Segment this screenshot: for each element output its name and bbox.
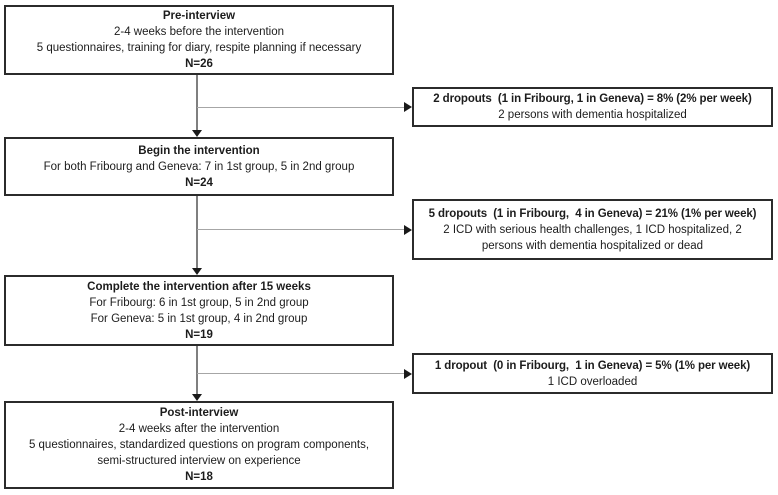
node-post-interview: Post-interview 2-4 weeks after the inter… [4, 401, 394, 489]
node-dropout-3: 1 dropout (0 in Fribourg, 1 in Geneva) =… [412, 353, 773, 394]
connector-line-pre-to-begin [196, 75, 198, 130]
node-title: Post-interview [159, 407, 239, 419]
arrow-down-icon [192, 394, 202, 401]
dropout-detail: 2 persons with dementia hospitalized [498, 109, 687, 121]
arrow-right-icon [404, 102, 412, 113]
node-line: semi-structured interview on experience [97, 455, 301, 467]
node-line: For Geneva: 5 in 1st group, 4 in 2nd gro… [90, 312, 308, 325]
connector-line-begin-to-complete [196, 196, 198, 268]
node-line: 2-4 weeks before the intervention [113, 26, 285, 38]
node-dropout-2: 5 dropouts (1 in Fribourg, 4 in Geneva) … [412, 199, 773, 260]
node-line: 5 questionnaires, training for diary, re… [36, 42, 362, 54]
node-title: Pre-interview [162, 10, 236, 22]
arrow-right-icon [404, 224, 412, 235]
arrow-down-icon [192, 130, 202, 137]
node-count: N=18 [185, 471, 213, 483]
node-begin-intervention: Begin the intervention For both Fribourg… [4, 137, 394, 196]
dropout-detail: persons with dementia hospitalized or de… [481, 239, 704, 252]
node-count: N=24 [185, 176, 213, 189]
dropout-headline: 1 dropout (0 in Fribourg, 1 in Geneva) =… [434, 359, 751, 372]
connector-line-complete-to-post [196, 346, 198, 394]
node-pre-interview: Pre-interview 2-4 weeks before the inter… [4, 5, 394, 75]
node-line: 2-4 weeks after the intervention [118, 423, 280, 435]
arrow-down-icon [192, 268, 202, 275]
node-count: N=26 [185, 58, 213, 70]
dropout-headline: 2 dropouts (1 in Fribourg, 1 in Geneva) … [433, 93, 752, 105]
connector-line-to-dropout-2 [197, 228, 404, 231]
dropout-headline: 5 dropouts (1 in Fribourg, 4 in Geneva) … [428, 207, 757, 220]
node-dropout-1: 2 dropouts (1 in Fribourg, 1 in Geneva) … [412, 87, 773, 127]
dropout-detail: 2 ICD with serious health challenges, 1 … [443, 223, 742, 236]
connector-line-to-dropout-1 [197, 106, 404, 109]
dropout-detail: 1 ICD overloaded [547, 375, 638, 388]
node-line: For Fribourg: 6 in 1st group, 5 in 2nd g… [89, 296, 309, 309]
arrow-right-icon [404, 368, 412, 379]
node-title: Begin the intervention [138, 144, 260, 157]
node-title: Complete the intervention after 15 weeks [87, 280, 311, 293]
node-line: 5 questionnaires, standardized questions… [28, 439, 370, 451]
node-line: For both Fribourg and Geneva: 7 in 1st g… [43, 160, 355, 173]
node-complete-intervention: Complete the intervention after 15 weeks… [4, 275, 394, 346]
connector-line-to-dropout-3 [197, 372, 404, 375]
node-count: N=19 [185, 328, 213, 341]
